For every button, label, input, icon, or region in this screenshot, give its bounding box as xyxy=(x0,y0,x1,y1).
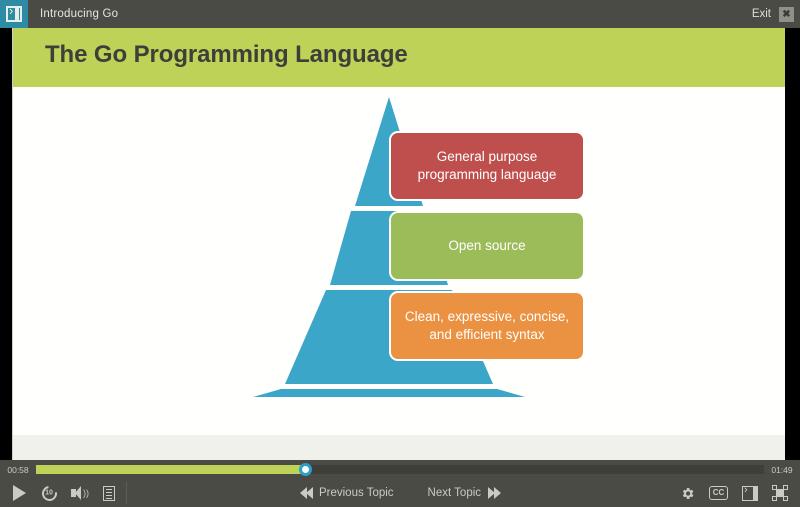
volume-button[interactable]: )) xyxy=(64,479,94,507)
stage-left-border xyxy=(0,28,12,460)
next-topic-icon xyxy=(488,487,502,499)
exit-label[interactable]: Exit xyxy=(751,8,771,20)
slide-body: General purpose programming language Ope… xyxy=(13,87,785,435)
slide-footer-band xyxy=(13,435,785,460)
title-bar-actions: Exit ✖ xyxy=(751,6,800,22)
fullscreen-core xyxy=(776,489,784,497)
progress-row: 00:58 01:49 xyxy=(0,460,800,479)
rewind-10-button[interactable]: 10 xyxy=(34,479,64,507)
notes-button[interactable] xyxy=(94,479,124,507)
callout-box-3: Clean, expressive, concise, and efficien… xyxy=(389,291,585,361)
previous-topic-icon xyxy=(299,487,313,499)
callout-box-2-text: Open source xyxy=(448,238,526,254)
cc-icon[interactable]: CC xyxy=(709,486,728,500)
total-time: 01:49 xyxy=(771,464,793,475)
topic-navigation: Previous Topic Next Topic xyxy=(0,479,800,507)
volume-icon-cone xyxy=(75,486,81,500)
slide-header-band: The Go Programming Language xyxy=(13,28,785,87)
play-button[interactable] xyxy=(0,479,34,507)
fullscreen-corner-tr xyxy=(783,485,788,490)
close-icon[interactable]: ✖ xyxy=(779,6,794,22)
callout-box-3-text: Clean, expressive, concise, and efficien… xyxy=(404,309,570,342)
fullscreen-corner-bl xyxy=(772,496,777,501)
callout-box-2: Open source xyxy=(389,211,585,281)
previous-topic-button[interactable]: Previous Topic xyxy=(299,487,394,499)
control-bar: 10 )) Previous Topic Next Topic xyxy=(0,479,800,507)
control-bar-right: CC xyxy=(680,483,800,501)
fullscreen-corner-br xyxy=(783,496,788,501)
fullscreen-icon[interactable] xyxy=(772,485,788,501)
progress-scrubber[interactable] xyxy=(36,463,764,476)
previous-topic-label: Previous Topic xyxy=(318,487,394,499)
callout-box-1-text: General purpose programming language xyxy=(417,149,557,182)
volume-icon: )) xyxy=(71,486,89,500)
stage-left-hairline xyxy=(12,28,13,460)
callout-box-1: General purpose programming language xyxy=(389,131,585,201)
slide-title: The Go Programming Language xyxy=(45,41,408,68)
play-icon xyxy=(12,485,26,501)
slide: The Go Programming Language xyxy=(13,28,785,460)
stage-right-border xyxy=(785,28,800,460)
sidebar-panel-icon xyxy=(0,0,28,28)
slide-stage: The Go Programming Language xyxy=(0,28,800,460)
sidebar-panel-glyph xyxy=(6,3,22,22)
window-title: Introducing Go xyxy=(40,8,119,20)
next-topic-label: Next Topic xyxy=(427,487,482,499)
volume-icon-body xyxy=(71,489,76,497)
rewind-seconds-label: 10 xyxy=(45,489,53,497)
progress-thumb[interactable] xyxy=(299,463,313,476)
pyramid-base xyxy=(253,389,525,397)
title-bar: Introducing Go Exit ✖ xyxy=(0,0,800,28)
notes-icon xyxy=(103,485,115,501)
gear-icon[interactable] xyxy=(680,486,695,501)
next-topic-button[interactable]: Next Topic xyxy=(427,487,502,499)
elapsed-time: 00:58 xyxy=(7,464,29,475)
volume-icon-wave: )) xyxy=(83,488,89,498)
fullscreen-corner-tl xyxy=(772,485,777,490)
control-divider xyxy=(126,482,127,504)
gear-icon-svg xyxy=(682,487,694,499)
progress-fill xyxy=(36,465,306,474)
sidebar-panel-icon-control[interactable] xyxy=(742,483,758,501)
